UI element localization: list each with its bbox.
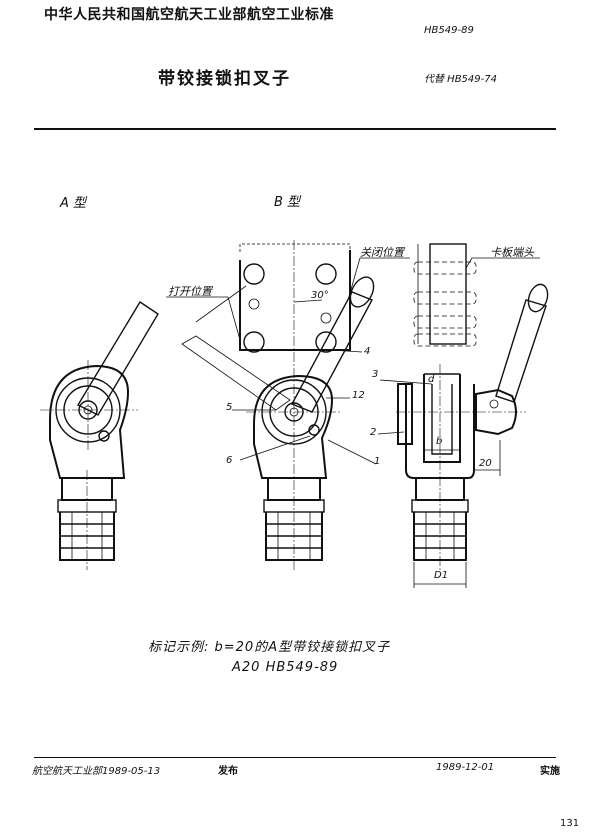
type-a-view: [40, 301, 159, 570]
dimension-12: 12: [352, 390, 365, 401]
part-number-6: 6: [226, 455, 233, 466]
type-a-label: A 型: [60, 196, 87, 211]
replaces-standard: 代替 HB549-74: [424, 74, 497, 85]
open-position-label: 打开位置: [168, 285, 212, 298]
effective-date: 1989-12-01: [436, 762, 495, 773]
issuer-date: 航空航天工业部1989-05-13: [32, 766, 161, 777]
side-view: [377, 243, 549, 588]
footer-rule: [34, 757, 556, 758]
part-number-5: 5: [226, 402, 233, 413]
type-b-view: [166, 240, 410, 570]
page-number: 131: [560, 818, 580, 829]
header-rule: [34, 128, 556, 130]
standard-title: 中华人民共和国航空航天工业部航空工业标准: [44, 7, 334, 23]
dimension-20: 20: [479, 458, 492, 469]
document-title: 带铰接锁扣叉子: [158, 69, 291, 89]
part-number-4: 4: [364, 346, 371, 357]
angle-label: 30°: [311, 290, 329, 301]
card-head-label: 卡板端头: [490, 246, 534, 259]
marking-code: A20 HB549-89: [232, 660, 339, 675]
implemented-label: 实施: [540, 766, 560, 777]
dimension-d: d: [428, 374, 435, 385]
part-number-1: 1: [374, 456, 381, 467]
part-number-2: 2: [370, 427, 377, 438]
dimension-d1: D1: [434, 570, 449, 581]
standard-number: HB549-89: [424, 25, 474, 36]
marking-example: 标记示例: b=20的A型带铰接锁扣叉子: [148, 640, 391, 655]
issued-label: 发布: [218, 766, 238, 777]
technical-drawing: [40, 240, 549, 588]
type-b-label: B 型: [274, 195, 301, 210]
part-number-3: 3: [372, 369, 379, 380]
closed-position-label: 关闭位置: [360, 246, 404, 259]
dimension-b: b: [436, 436, 443, 447]
